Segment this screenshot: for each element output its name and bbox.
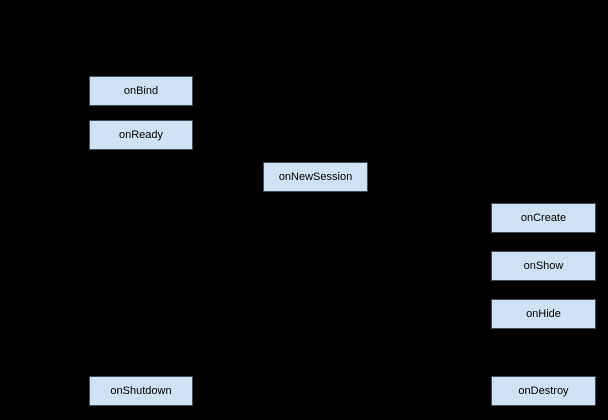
- lifecycle-node-onReady: onReady: [89, 120, 193, 150]
- lifecycle-node-onShutdown: onShutdown: [89, 376, 193, 406]
- lifecycle-node-onDestroy: onDestroy: [491, 376, 596, 406]
- lifecycle-node-label: onBind: [123, 84, 159, 97]
- lifecycle-node-label: onCreate: [520, 211, 567, 224]
- lifecycle-node-onBind: onBind: [89, 76, 193, 106]
- lifecycle-node-label: onDestroy: [518, 384, 569, 397]
- lifecycle-node-label: onHide: [526, 307, 561, 320]
- lifecycle-node-label: onReady: [118, 128, 164, 141]
- lifecycle-node-label: onShow: [523, 259, 564, 272]
- lifecycle-node-label: onShutdown: [110, 384, 172, 397]
- lifecycle-node-onHide: onHide: [491, 299, 596, 329]
- lifecycle-node-onShow: onShow: [491, 251, 596, 281]
- lifecycle-node-onNewSession: onNewSession: [263, 162, 368, 192]
- lifecycle-node-label: onNewSession: [278, 170, 353, 183]
- lifecycle-node-onCreate: onCreate: [491, 203, 596, 233]
